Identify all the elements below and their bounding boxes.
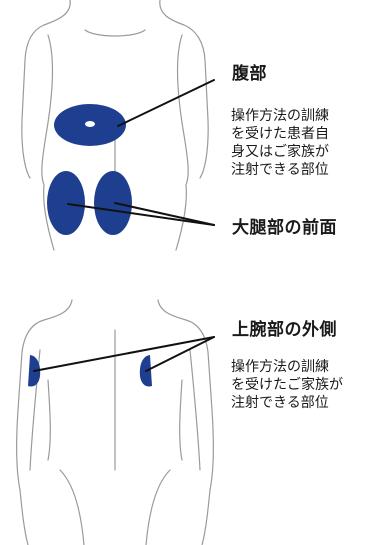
upper-arm-label: 上腕部の外側 [232,322,337,339]
upper-arm-note-line: 操作方法の訓練 [231,358,366,376]
upper-arm-note-line: を受けたご家族が [231,376,366,394]
upper-arm-note: 操作方法の訓練 を受けたご家族が 注射できる部位 [231,358,366,412]
left-thigh-pointer [68,204,214,225]
left-thigh-site [47,171,85,235]
navel-icon [85,121,95,127]
abdomen-pointer [118,80,214,126]
abdomen-note: 操作方法の訓練 を受けた患者自 身又はご家族が 注射できる部位 [231,107,366,179]
abdomen-note-line: を受けた患者自 [231,125,366,143]
abdomen-note-line: 注射できる部位 [231,161,366,179]
left-arm-pointer [34,337,214,371]
abdomen-note-line: 操作方法の訓練 [231,107,366,125]
right-arm-pointer [146,337,214,371]
abdomen-label: 腹部 [232,66,267,83]
upper-arm-note-line: 注射できる部位 [231,394,366,412]
thigh-label: 大腿部の前面 [232,220,337,237]
back-body-outline [17,300,214,545]
right-thigh-site [94,171,132,235]
abdomen-note-line: 身又はご家族が [231,143,366,161]
